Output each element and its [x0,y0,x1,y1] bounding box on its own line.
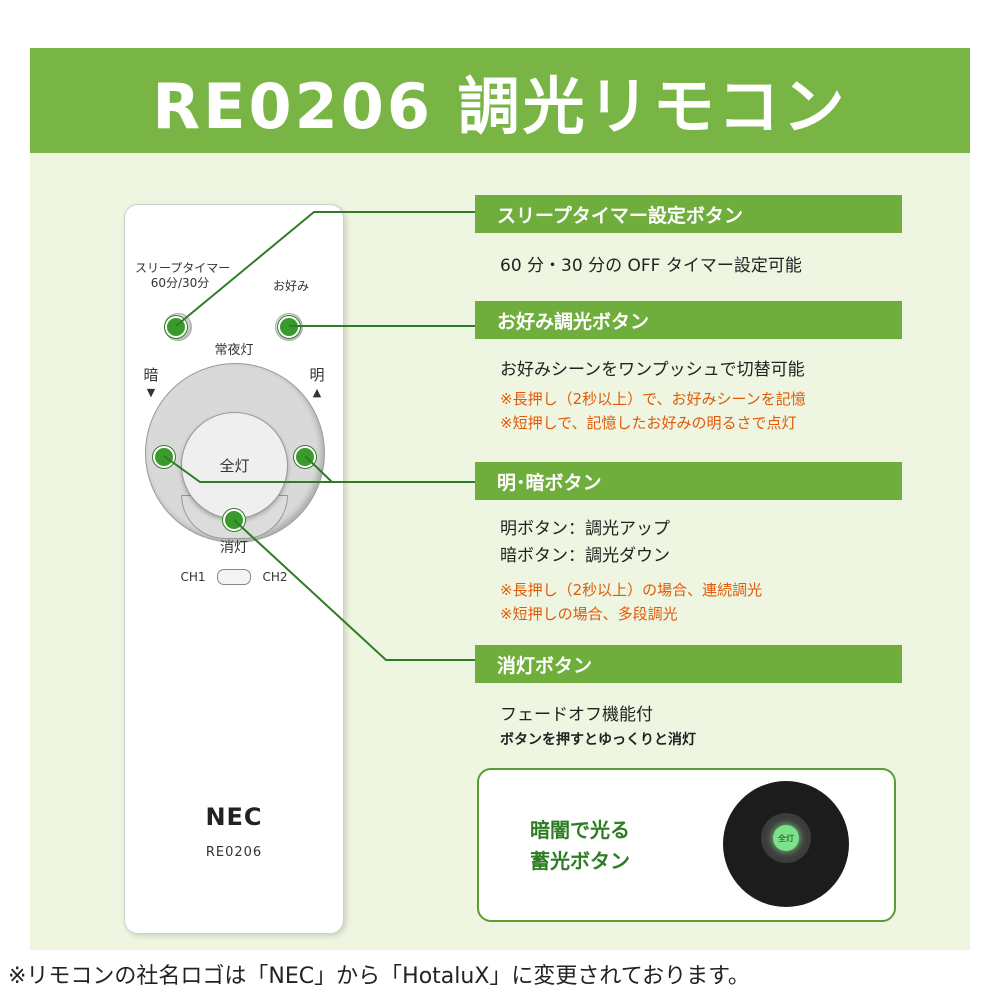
off-label: 消灯 [220,540,248,556]
section-off-desc: フェードオフ機能付 [500,705,653,725]
brand-logo: NEC [205,803,263,831]
section-brightness-header: 明･暗ボタン [475,462,902,500]
page-title: RE0206 調光リモコン [152,69,848,143]
dark-label: 暗 [143,366,159,384]
model-number: RE0206 [205,845,263,860]
section-sleep-desc: 60 分・30 分の OFF タイマー設定可能 [500,256,802,276]
night-light-label: 常夜灯 [214,343,254,358]
section-favorite-desc: お好みシーンをワンプッシュで切替可能 [500,360,805,380]
dark-connector [163,455,478,483]
section-sleep-header: スリープタイマー設定ボタン [475,195,902,233]
bright-label: 明 [309,366,325,384]
sleep-timer-label-line2: 60分/30分 [150,276,210,290]
section-favorite-header: お好み調光ボタン [475,301,902,339]
section-brightness-desc-1: 明ボタン：調光アップ [500,519,670,539]
off-connector [233,519,478,661]
bright-connector [304,455,333,483]
footer-note: ※リモコンの社名ロゴは「NEC」から「HotaluX」に変更されております。 [8,964,750,989]
ch2-label: CH2 [262,570,288,584]
section-brightness-note-2: ※短押しの場合、多段調光 [500,605,678,623]
section-favorite-note-1: ※長押し（2秒以上）で、お好みシーンを記憶 [500,390,806,408]
sleep-timer-label: スリープタイマー 60分/30分 [135,261,231,291]
section-brightness-note-1: ※長押し（2秒以上）の場合、連続調光 [500,581,763,599]
section-off-header: 消灯ボタン [475,645,902,683]
bright-arrow-icon: ▲ [312,386,322,399]
glow-button-label: 全灯 [778,833,794,843]
dark-arrow-icon: ▼ [146,386,156,399]
glow-line-1: 暗闇で光る [530,818,630,842]
section-favorite-note-2: ※短押しで、記憶したお好みの明るさで点灯 [500,414,797,432]
glow-remote-photo: 全灯 [723,781,849,907]
sleep-connector [175,211,478,327]
glow-line-2: 蓄光ボタン [530,849,630,873]
section-off-sub: ボタンを押すとゆっくりと消灯 [500,732,696,748]
sleep-timer-label-line1: スリープタイマー [135,261,231,275]
section-brightness-desc-2: 暗ボタン：調光ダウン [500,546,670,566]
all-on-label: 全灯 [219,457,250,475]
title-bar: RE0206 調光リモコン [30,48,970,153]
glow-button: 全灯 [773,825,799,851]
channel-switch[interactable] [217,569,251,585]
all-on-button[interactable]: 全灯 [181,412,288,519]
ch1-label: CH1 [180,570,206,584]
favorite-label: お好み [272,279,309,293]
